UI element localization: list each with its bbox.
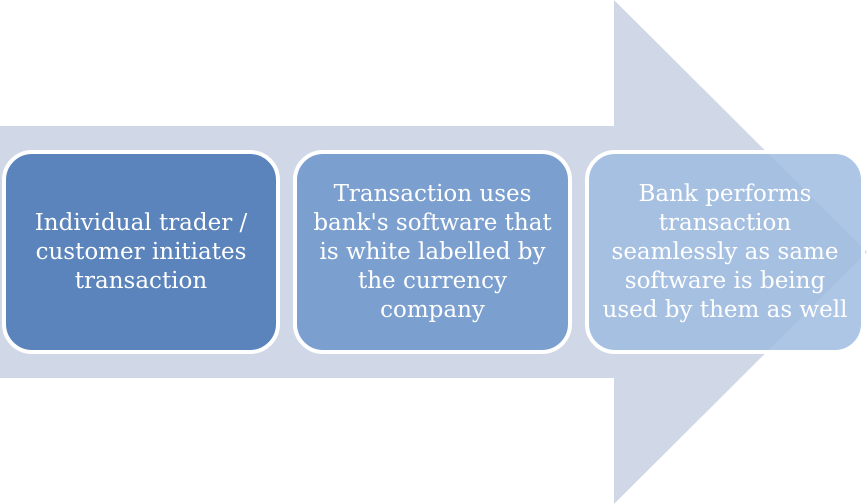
step-label-2: Transaction uses bank's software that is… xyxy=(313,180,552,323)
step-box-3: Bank performs transaction seamlessly as … xyxy=(585,150,865,354)
step-label-1: Individual trader / customer initiates t… xyxy=(34,209,248,294)
step-box-2: Transaction uses bank's software that is… xyxy=(293,150,572,354)
step-box-1: Individual trader / customer initiates t… xyxy=(2,150,280,354)
step-label-3: Bank performs transaction seamlessly as … xyxy=(602,180,848,323)
